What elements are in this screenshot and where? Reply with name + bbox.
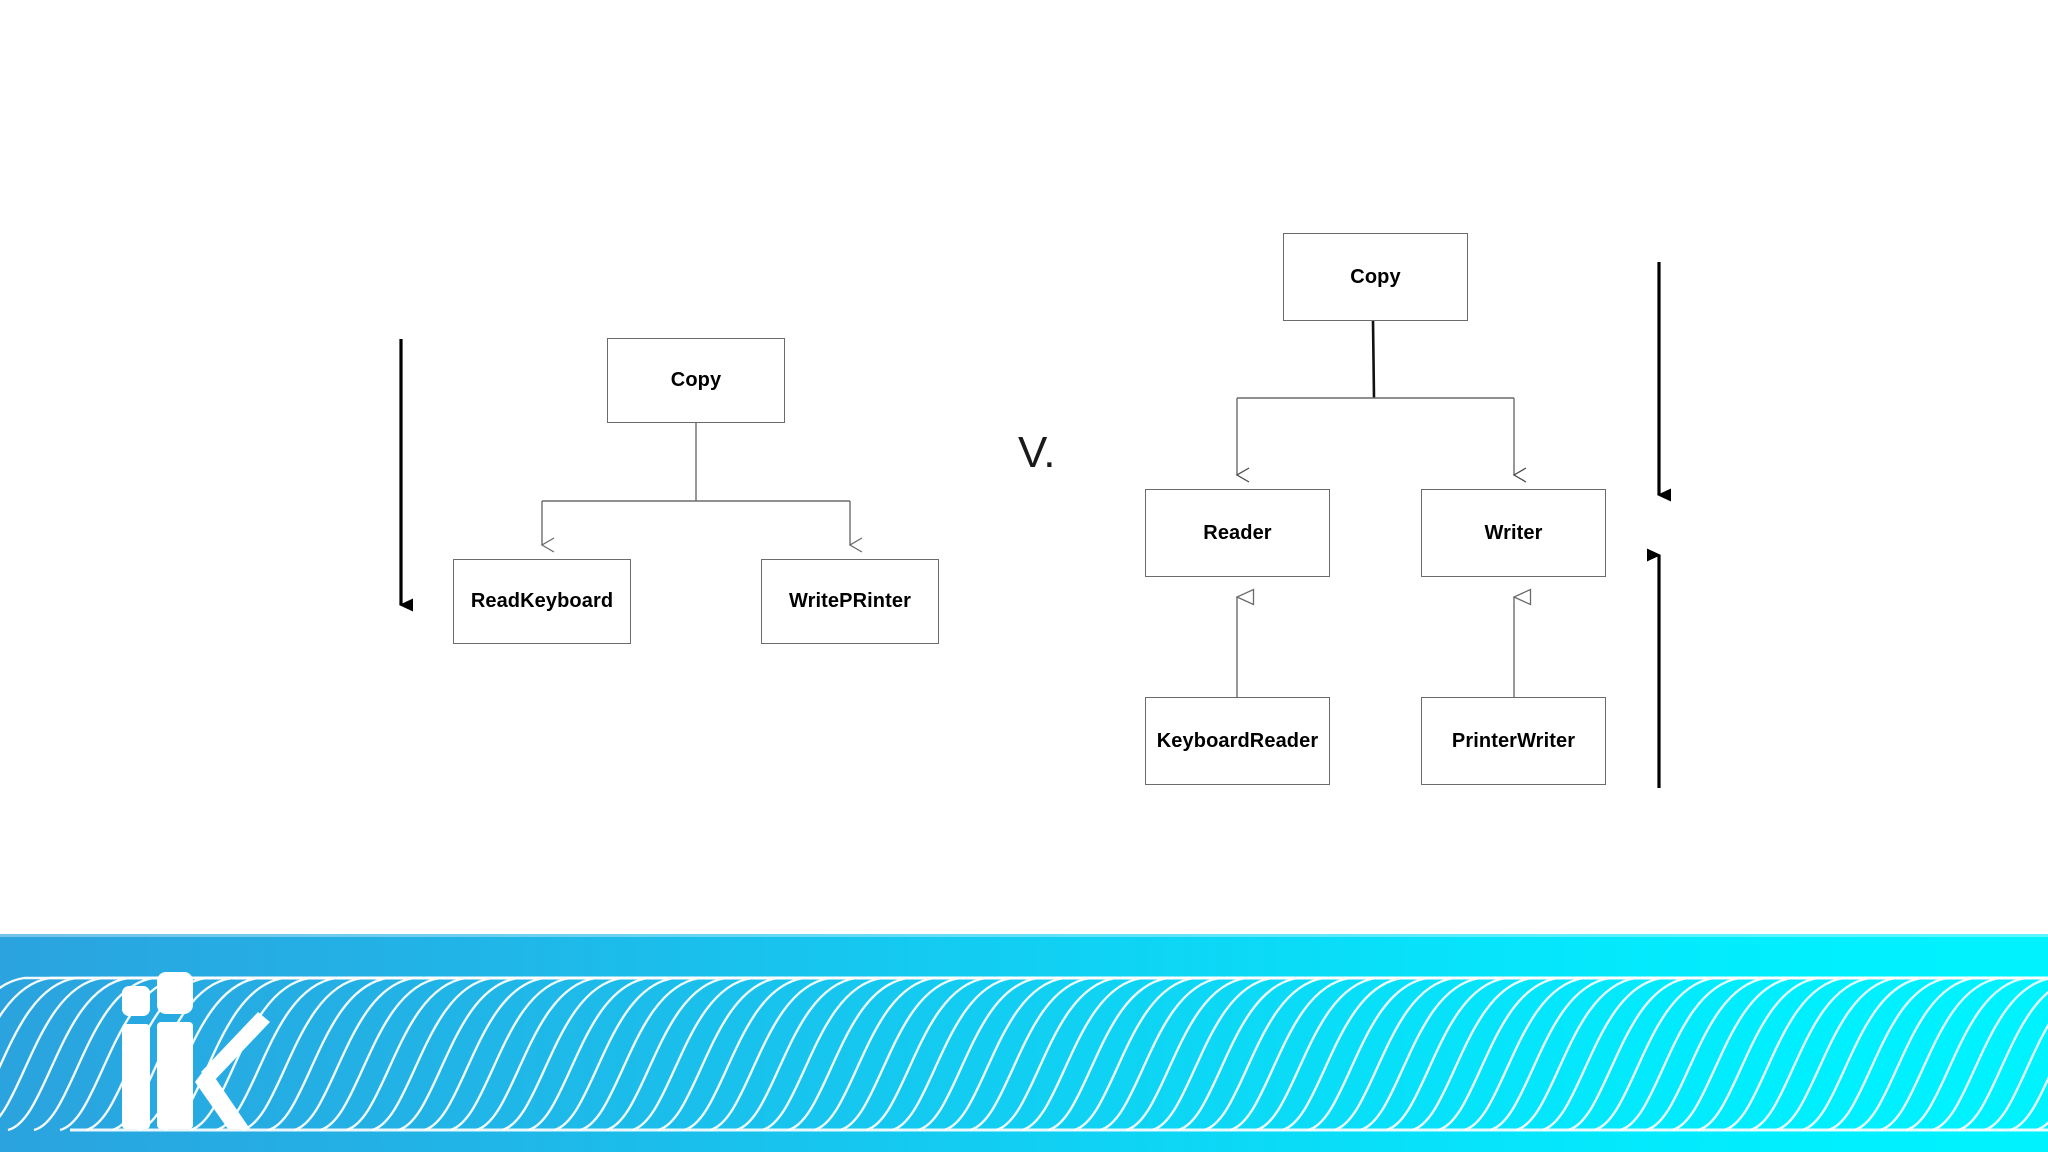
- brand-logo: [100, 954, 290, 1139]
- left-node-write-printer[interactable]: WritePRinter: [761, 559, 939, 644]
- right-node-keyboard-reader[interactable]: KeyboardReader: [1145, 697, 1330, 785]
- comparison-separator-label: V.: [1018, 428, 1056, 477]
- left-tree-edges: [540, 423, 863, 553]
- right-node-reader[interactable]: Reader: [1145, 489, 1330, 577]
- left-node-read-keyboard[interactable]: ReadKeyboard: [453, 559, 631, 644]
- wave-pattern: [0, 976, 2048, 1132]
- left-node-copy[interactable]: Copy: [607, 338, 785, 423]
- footer-band: [0, 934, 2048, 1152]
- right-node-copy[interactable]: Copy: [1283, 233, 1468, 321]
- right-node-writer[interactable]: Writer: [1421, 489, 1606, 577]
- diagram-layer: Copy ReadKeyboard WritePRinter V. Copy R…: [399, 233, 1671, 788]
- footer-top-divider: [0, 934, 2048, 937]
- iik-logo-icon: [122, 972, 270, 1129]
- right-node-printer-writer[interactable]: PrinterWriter: [1421, 697, 1606, 785]
